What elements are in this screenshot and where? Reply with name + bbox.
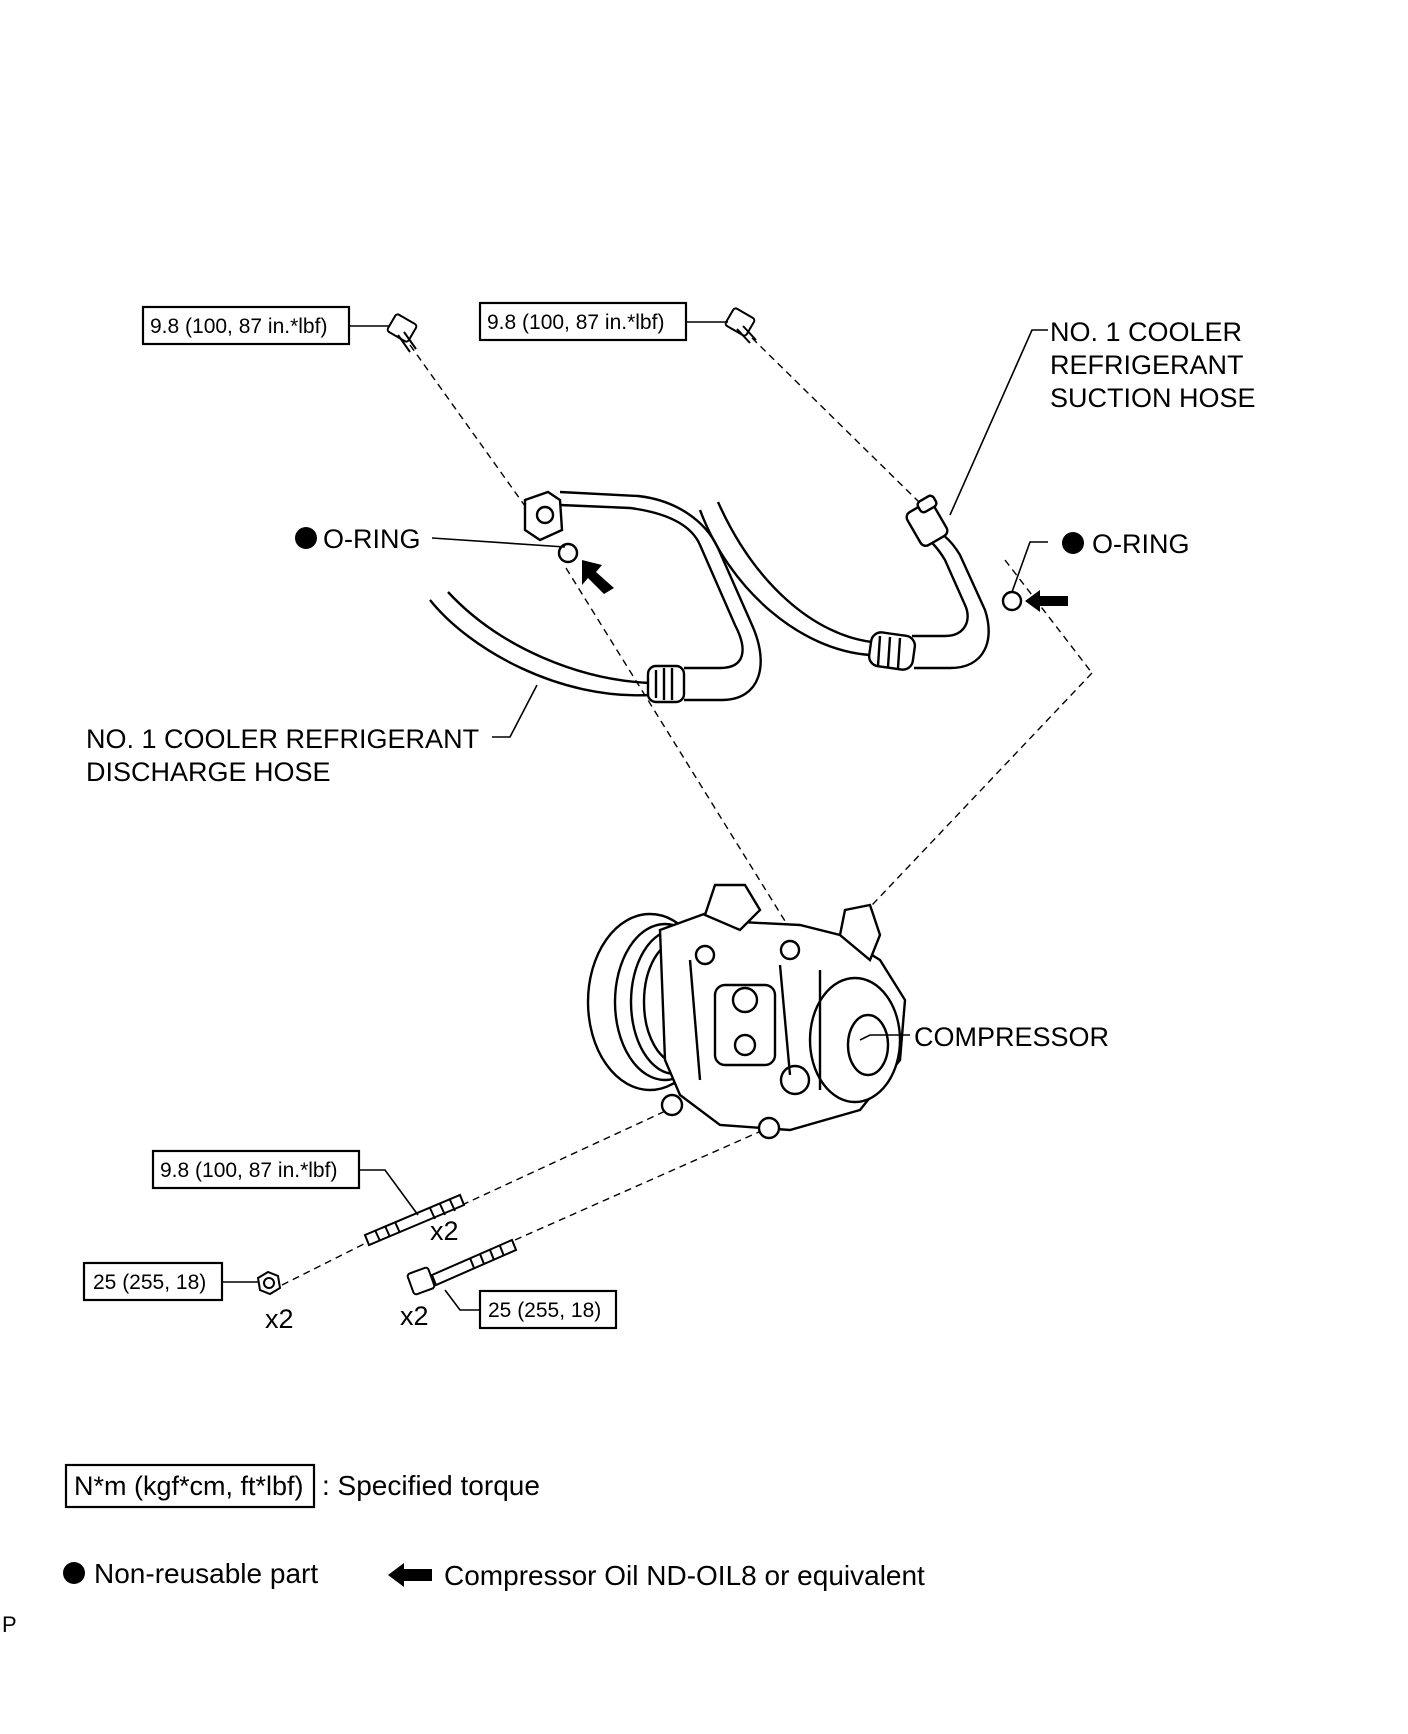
suction-hose — [698, 494, 990, 671]
label-suction-hose-3: SUCTION HOSE — [1050, 383, 1256, 413]
dash-bolt-to-compressor — [514, 1127, 769, 1241]
dash-bolt-discharge — [409, 344, 536, 521]
oil-arrow-discharge-icon — [582, 560, 614, 594]
legend-torque-unit: N*m (kgf*cm, ft*lbf) — [74, 1471, 304, 1501]
svg-text:25 (255, 18): 25 (255, 18) — [93, 1271, 206, 1294]
qty-nut: x2 — [265, 1304, 294, 1334]
bolt-discharge-top — [386, 313, 418, 353]
torque-box-stud: 9.8 (100, 87 in.*lbf) — [151, 1149, 361, 1190]
label-discharge-hose-2: DISCHARGE HOSE — [86, 757, 331, 787]
compressor-body — [586, 883, 907, 1140]
o-ring-suction — [1001, 590, 1023, 612]
leader-lines — [222, 321, 1048, 1311]
dash-discharge-to-compressor — [565, 567, 799, 943]
oil-arrow-suction-icon — [1025, 590, 1068, 612]
legend-oil-arrow-icon — [388, 1563, 432, 1587]
bolt-suction-top — [724, 307, 757, 344]
legend-non-reusable-dot-icon — [63, 1562, 85, 1584]
label-compressor: COMPRESSOR — [914, 1022, 1109, 1052]
qty-bolt: x2 — [400, 1301, 429, 1331]
nut — [256, 1270, 282, 1296]
svg-text:25 (255, 18): 25 (255, 18) — [488, 1299, 601, 1322]
label-suction-hose-2: REFRIGERANT — [1050, 350, 1244, 380]
dash-stud-to-compressor — [461, 1107, 673, 1206]
discharge-hose — [429, 490, 762, 704]
non-reusable-dot-left-icon — [295, 527, 317, 549]
legend-oil: Compressor Oil ND-OIL8 or equivalent — [444, 1560, 925, 1591]
qty-stud: x2 — [430, 1216, 459, 1246]
torque-box-bolt: 25 (255, 18) — [478, 1289, 618, 1330]
label-o-ring-left: O-RING — [323, 524, 421, 554]
torque-box-suction-top: 9.8 (100, 87 in.*lbf) — [478, 301, 688, 342]
stud-bolt — [363, 1193, 466, 1247]
svg-text:9.8 (100, 87 in.*lbf): 9.8 (100, 87 in.*lbf) — [150, 315, 327, 338]
torque-box-nut: 25 (255, 18) — [82, 1261, 224, 1302]
label-o-ring-right: O-RING — [1092, 529, 1190, 559]
svg-text:9.8 (100, 87 in.*lbf): 9.8 (100, 87 in.*lbf) — [160, 1159, 337, 1182]
torque-box-discharge-top: 9.8 (100, 87 in.*lbf) — [141, 305, 351, 346]
legend-torque-desc: : Specified torque — [322, 1470, 540, 1501]
dash-nut-to-stud — [281, 1239, 373, 1286]
label-discharge-hose-1: NO. 1 COOLER REFRIGERANT — [86, 724, 479, 754]
legend-non-reusable: Non-reusable part — [94, 1558, 318, 1589]
o-ring-discharge — [557, 542, 579, 564]
non-reusable-dot-right-icon — [1062, 532, 1084, 554]
long-bolt — [406, 1238, 518, 1296]
legend-torque-box — [64, 1463, 316, 1509]
legend: N*m (kgf*cm, ft*lbf) : Specified torque … — [63, 1463, 925, 1591]
assembly-lines — [281, 337, 1093, 1286]
corner-mark: P — [2, 1612, 17, 1637]
label-suction-hose-1: NO. 1 COOLER — [1050, 317, 1242, 347]
svg-text:9.8 (100, 87 in.*lbf): 9.8 (100, 87 in.*lbf) — [487, 311, 664, 334]
dash-bolt-suction — [751, 337, 923, 506]
